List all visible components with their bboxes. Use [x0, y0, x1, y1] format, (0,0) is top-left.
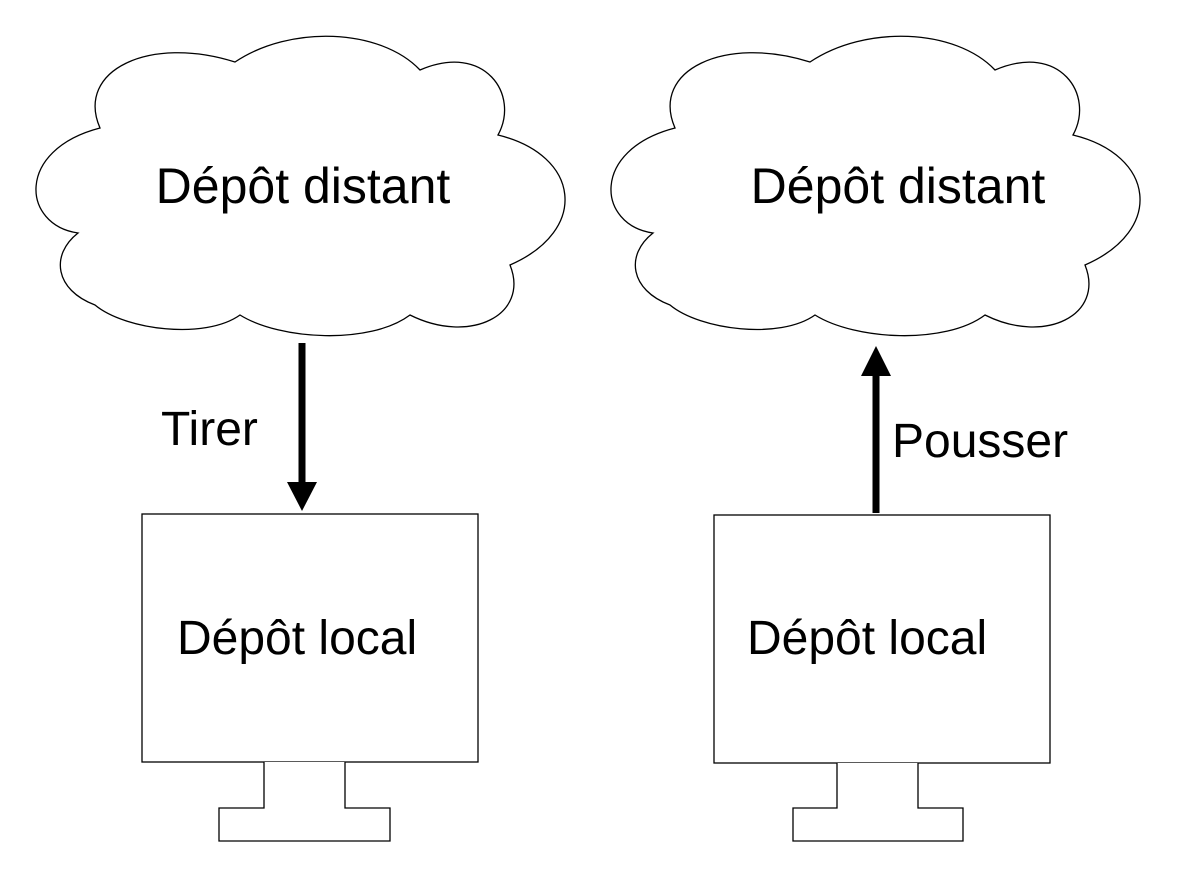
pull-label: Tirer [161, 403, 258, 456]
pull-arrow-head [287, 482, 317, 511]
local-repo-monitor [713, 514, 1051, 764]
push-panel: Dépôt distant Pousser Dépôt local [610, 35, 1141, 842]
push-arrow-head [861, 346, 891, 376]
local-repo-monitor [141, 513, 479, 763]
monitor-stand [218, 762, 391, 842]
local-repo-label: Dépôt local [747, 612, 987, 665]
remote-repo-cloud [35, 35, 566, 337]
remote-repo-cloud [610, 35, 1141, 337]
pull-panel: Dépôt distant Tirer Dépôt local [35, 35, 566, 842]
push-label: Pousser [892, 415, 1068, 468]
local-repo-label: Dépôt local [177, 612, 417, 665]
remote-repo-label: Dépôt distant [156, 158, 451, 214]
remote-repo-label: Dépôt distant [751, 158, 1046, 214]
monitor-stand [792, 763, 964, 842]
